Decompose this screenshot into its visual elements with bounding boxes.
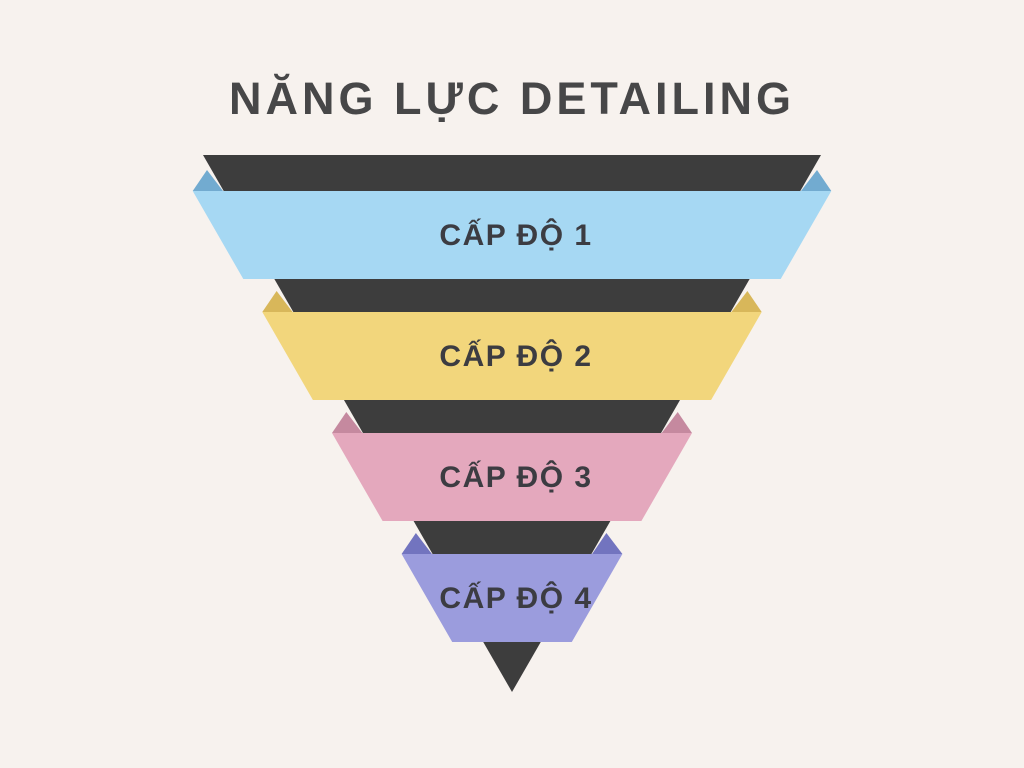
ribbon-fold-left bbox=[332, 412, 363, 433]
level-label: CẤP ĐỘ 2 bbox=[439, 339, 592, 373]
ribbon-fold-left bbox=[192, 170, 223, 191]
ribbon-fold-right bbox=[592, 533, 623, 554]
ribbon-band bbox=[401, 554, 623, 642]
funnel-level-1: CẤP ĐỘ 1 bbox=[192, 170, 832, 279]
page-title: NĂNG LỰC DETAILING bbox=[229, 73, 795, 124]
level-label: CẤP ĐỘ 3 bbox=[439, 460, 592, 494]
ribbon-fold-right bbox=[801, 170, 832, 191]
ribbon-fold-right bbox=[661, 412, 692, 433]
ribbon-band bbox=[262, 312, 762, 400]
funnel-backdrop-triangle bbox=[203, 155, 821, 692]
ribbon-fold-right bbox=[731, 291, 762, 312]
funnel-level-2: CẤP ĐỘ 2 bbox=[262, 291, 762, 400]
ribbon-band bbox=[192, 191, 832, 279]
ribbon-fold-left bbox=[262, 291, 293, 312]
ribbon-fold-left bbox=[401, 533, 432, 554]
level-label: CẤP ĐỘ 1 bbox=[439, 218, 592, 252]
funnel-level-4: CẤP ĐỘ 4 bbox=[401, 533, 623, 642]
ribbon-band bbox=[332, 433, 692, 521]
funnel-level-3: CẤP ĐỘ 3 bbox=[332, 412, 692, 521]
level-label: CẤP ĐỘ 4 bbox=[439, 581, 592, 615]
